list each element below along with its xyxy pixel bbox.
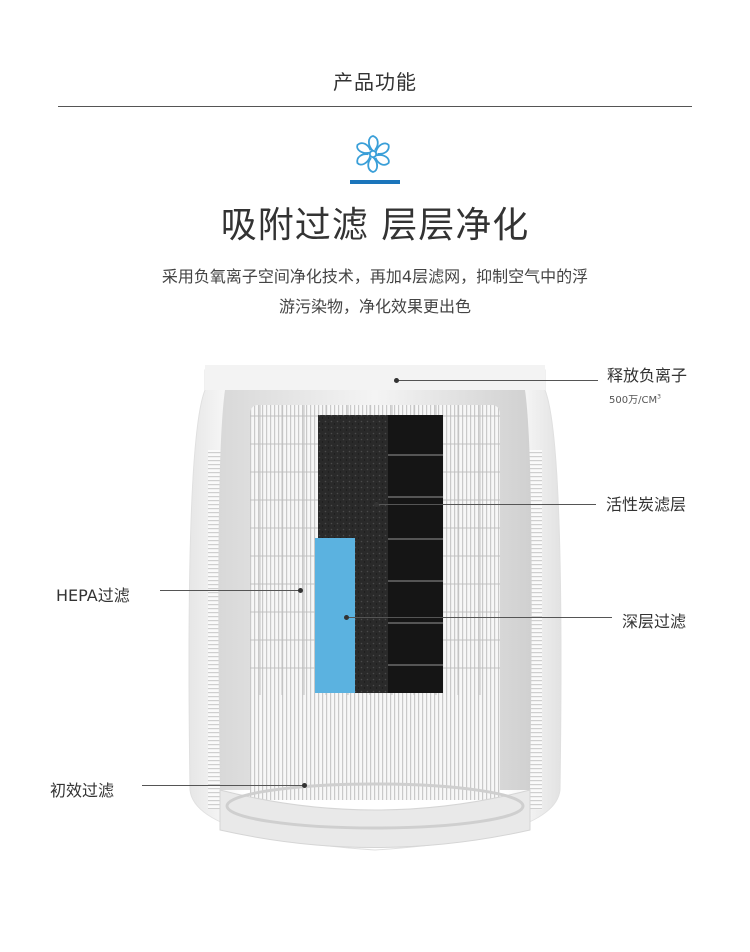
section-title: 产品功能 bbox=[333, 70, 417, 94]
description-line-2: 游污染物，净化效果更出色 bbox=[278, 297, 471, 316]
ion-density: 500万/CM bbox=[609, 395, 658, 406]
air-purifier-illustration bbox=[188, 365, 562, 851]
deep-leader-dot bbox=[344, 615, 349, 620]
pre-callout-label: 初效过滤 bbox=[50, 781, 115, 800]
ion-callout-label: 释放负离子 bbox=[607, 366, 688, 385]
pre-leader-dot bbox=[302, 783, 307, 788]
top-cap bbox=[205, 365, 545, 390]
deep-leader-line bbox=[348, 617, 612, 618]
feature-headline: 吸附过滤 层层净化 bbox=[220, 205, 530, 246]
pre-leader-line bbox=[142, 785, 304, 786]
flower-fan-icon bbox=[356, 135, 390, 173]
flower-petal bbox=[374, 154, 390, 166]
ion-leader-line bbox=[398, 380, 598, 381]
feature-description: 采用负氧离子空间净化技术，再加4层滤网，抑制空气中的浮 游污染物，净化效果更出色 bbox=[135, 262, 615, 322]
ion-leader-dot bbox=[394, 378, 399, 383]
flower-petal bbox=[356, 153, 372, 166]
flower-petal bbox=[374, 142, 390, 155]
purifier-base bbox=[219, 789, 531, 848]
ion-density-exponent: 3 bbox=[657, 393, 661, 401]
deep-callout-label: 深层过滤 bbox=[622, 612, 687, 631]
accent-bar bbox=[350, 180, 400, 184]
title-divider bbox=[58, 106, 692, 107]
flower-petal bbox=[356, 142, 372, 154]
carbon-dark-layer bbox=[388, 415, 443, 693]
carbon-leader-dot bbox=[374, 502, 379, 507]
hepa-callout-label: HEPA过滤 bbox=[56, 586, 130, 605]
flower-petal bbox=[367, 135, 379, 152]
description-line-1: 采用负氧离子空间净化技术，再加4层滤网，抑制空气中的浮 bbox=[161, 267, 589, 286]
hepa-leader-dot bbox=[298, 588, 303, 593]
carbon-callout-label: 活性炭滤层 bbox=[606, 495, 687, 514]
base-ring bbox=[225, 782, 525, 830]
hepa-blue-block bbox=[315, 538, 355, 693]
hepa-leader-line bbox=[160, 590, 300, 591]
carbon-leader-line bbox=[378, 504, 596, 505]
flower-petal bbox=[367, 156, 379, 173]
ion-callout-sub: 500万/CM3 bbox=[609, 391, 661, 406]
